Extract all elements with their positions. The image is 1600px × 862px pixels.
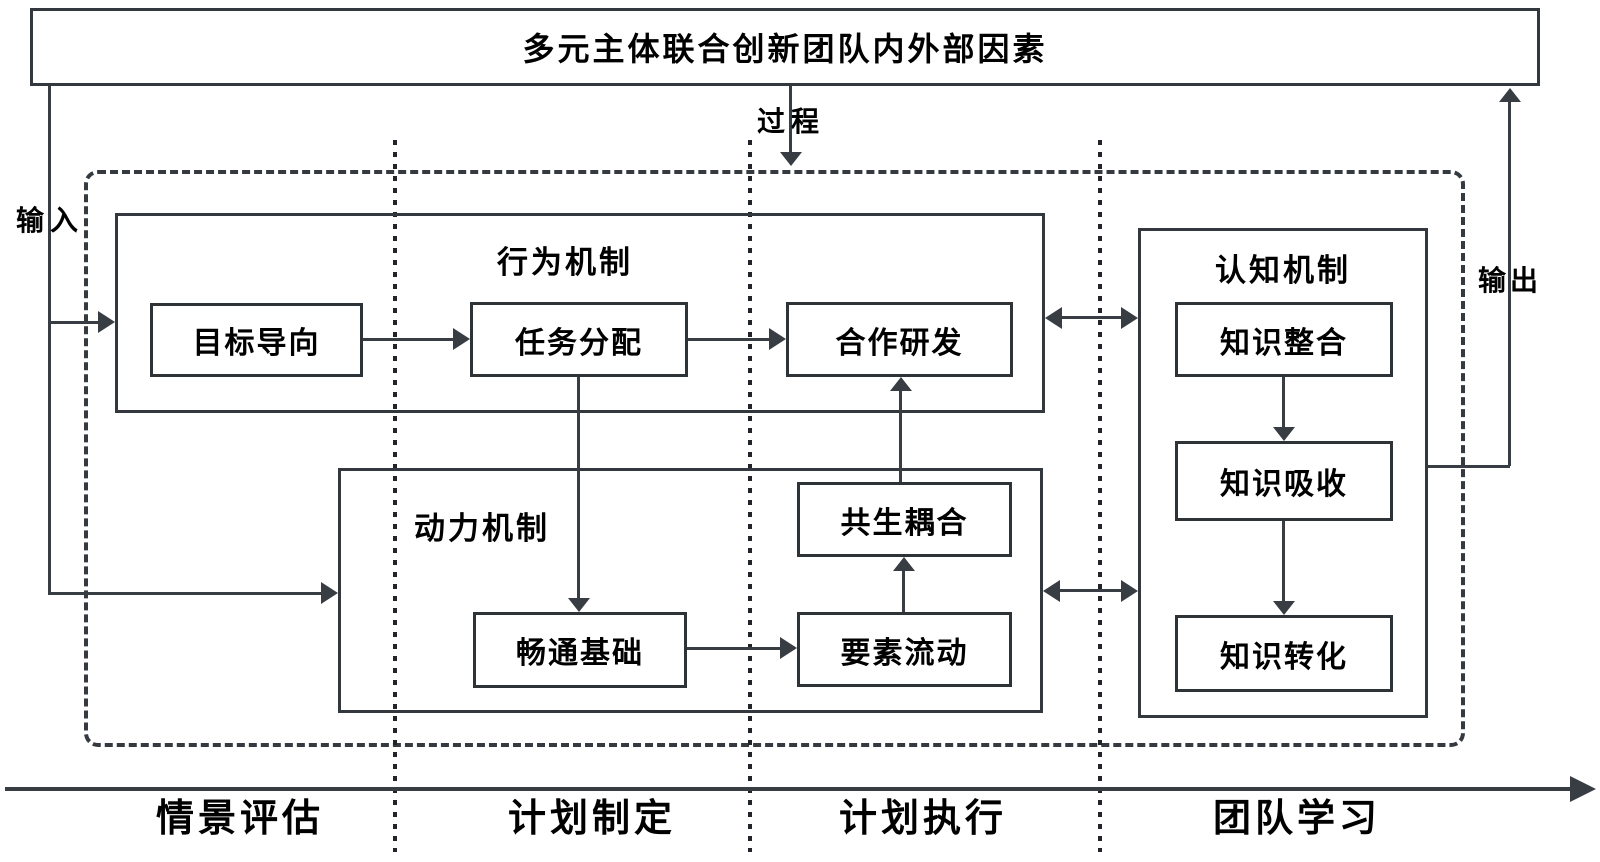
node-element-flow: 要素流动 xyxy=(797,612,1012,687)
phase-divider-1 xyxy=(393,140,397,852)
behavior-mechanism-title: 行为机制 xyxy=(497,245,633,280)
arrow-goal-to-task-head-icon xyxy=(453,328,470,350)
node-cooperative-rd: 合作研发 xyxy=(786,302,1013,377)
double-arrow-dynamic-cognitive-left-icon xyxy=(1043,580,1060,602)
node-knowledge-transformation: 知识转化 xyxy=(1175,615,1393,692)
outer-dashed-container xyxy=(84,170,1465,747)
output-line-horizontal xyxy=(1428,465,1510,468)
node-task-allocation: 任务分配 xyxy=(470,302,688,377)
phase-divider-3 xyxy=(1098,140,1102,852)
arrow-task-to-coop-head-icon xyxy=(769,328,786,350)
node-knowledge-absorption: 知识吸收 xyxy=(1175,441,1393,521)
arrow-foundation-to-flow-head-icon xyxy=(780,637,797,659)
phase-label-plan-formulation: 计划制定 xyxy=(507,797,676,840)
arrow-flow-to-coupling-line xyxy=(902,571,905,612)
arrow-input-to-behavior-line xyxy=(50,321,100,324)
input-line-vertical xyxy=(48,86,51,595)
arrow-goal-to-task-line xyxy=(363,338,455,341)
arrow-task-to-foundation-head-icon xyxy=(568,598,590,612)
process-label: 过程 xyxy=(756,106,825,137)
arrow-coupling-to-coop-line xyxy=(899,391,902,482)
arrow-task-to-coop-line xyxy=(688,338,771,341)
arrow-input-to-dynamic-line xyxy=(50,592,323,595)
dynamic-mechanism-title: 动力机制 xyxy=(414,511,550,546)
arrow-absorption-to-transformation-line xyxy=(1282,521,1285,603)
arrow-input-to-behavior-head-icon xyxy=(98,311,115,333)
phase-divider-2 xyxy=(748,140,752,852)
output-line-vertical xyxy=(1508,100,1511,466)
arrow-task-to-foundation-line xyxy=(577,377,580,602)
dynamic-mechanism-box xyxy=(338,468,1043,713)
arrow-integration-to-absorption-line xyxy=(1282,377,1285,429)
output-label: 输出 xyxy=(1477,265,1542,296)
double-arrow-behavior-cognitive-right-icon xyxy=(1121,307,1138,329)
double-arrow-behavior-cognitive-left-icon xyxy=(1045,307,1062,329)
phase-label-scenario-assessment: 情景评估 xyxy=(155,797,324,840)
arrow-absorption-to-transformation-head-icon xyxy=(1273,601,1295,615)
double-arrow-behavior-cognitive-line xyxy=(1060,316,1124,319)
node-goal-orientation: 目标导向 xyxy=(150,303,363,377)
process-arrow-line xyxy=(789,86,792,154)
arrow-coupling-to-coop-head-icon xyxy=(890,377,912,391)
arrow-input-to-dynamic-head-icon xyxy=(321,582,338,604)
node-symbiotic-coupling: 共生耦合 xyxy=(797,482,1012,557)
double-arrow-dynamic-cognitive-line xyxy=(1058,589,1124,592)
timeline-arrowhead-icon xyxy=(1570,776,1596,802)
input-label: 输入 xyxy=(15,205,84,236)
phase-label-plan-execution: 计划执行 xyxy=(838,797,1007,840)
banner-title: 多元主体联合创新团队内外部因素 xyxy=(522,31,1048,67)
arrow-integration-to-absorption-head-icon xyxy=(1273,427,1295,441)
node-smooth-foundation: 畅通基础 xyxy=(473,612,687,688)
banner-box: 多元主体联合创新团队内外部因素 xyxy=(30,8,1540,86)
phase-label-team-learning: 团队学习 xyxy=(1212,797,1381,840)
double-arrow-dynamic-cognitive-right-icon xyxy=(1121,580,1138,602)
behavior-mechanism-box xyxy=(115,213,1045,413)
cognitive-mechanism-title: 认知机制 xyxy=(1215,253,1351,288)
output-arrowhead-icon xyxy=(1499,88,1521,102)
timeline-axis xyxy=(5,787,1572,791)
arrow-flow-to-coupling-head-icon xyxy=(893,557,915,571)
arrow-foundation-to-flow-line xyxy=(687,647,782,650)
process-arrowhead-icon xyxy=(780,152,802,166)
node-knowledge-integration: 知识整合 xyxy=(1175,302,1393,377)
cognitive-mechanism-box xyxy=(1138,228,1428,718)
